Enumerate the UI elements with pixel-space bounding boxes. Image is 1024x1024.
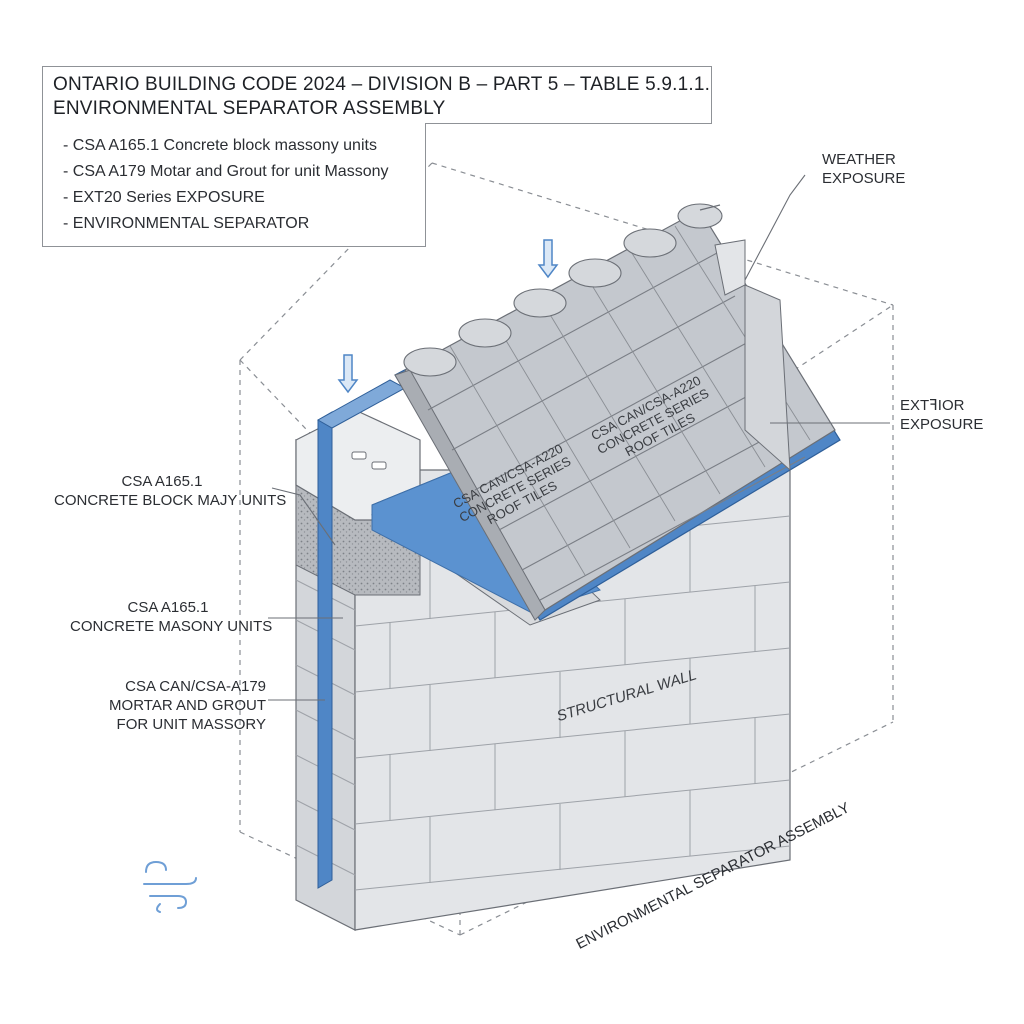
weather-exposure-callout: WEATHER EXPOSURE [822,150,905,188]
callout-text: EXPOSURE [822,170,906,187]
callout-text: WEATHER [822,151,896,168]
callout-text: MORTAR AND GROUT [109,697,266,714]
callout-text: CSA A165.1 [127,599,209,616]
wind-icon [143,860,197,913]
callout-text: FOR UNIT MASSORY [116,716,266,733]
exterior-exposure-callout: EXTꟻIOR EXPOSURE [900,396,983,434]
spec-list: CSA A165.1 Concrete block massony units … [42,123,426,247]
callout-text: CONCRETE BLOCK MAJY UNITS [54,492,287,509]
callout-text: CONCRETE MASONY UNITS [70,618,273,635]
spec-item: CSA A165.1 Concrete block massony units [63,133,425,159]
title-line-2: ENVIRONMENTAL SEPARATOR ASSEMBLY [53,98,446,119]
leader-lines [268,174,890,701]
arrow-down-icon [337,354,359,394]
arrow-down-icon [537,239,559,279]
mortar-grout-callout: CSA CAN/CSA-A179 MORTAR AND GROUT FOR UN… [96,677,266,734]
callout-text: EXTꟻIOR [900,397,965,414]
title-box: ONTARIO BUILDING CODE 2024 – DIVISION B … [42,66,712,124]
callout-text: CSA CAN/CSA-A179 [125,678,266,695]
callout-text: EXPOSURE [900,416,984,433]
masonry-units-callout: CSA A165.1 CONCRETE MASONY UNITS [70,598,273,636]
callout-text: CSA A165.1 [121,473,203,490]
spec-item: EXT20 Series EXPOSURE [63,185,425,211]
title-line-1: ONTARIO BUILDING CODE 2024 – DIVISION B … [53,74,711,95]
block-units-callout: CSA A165.1 CONCRETE BLOCK MAJY UNITS [54,472,287,510]
roof-tiles [394,203,841,621]
spec-item: ENVIRONMENTAL SEPARATOR [63,211,425,237]
spec-item: CSA A179 Motar and Grout for unit Masson… [63,159,425,185]
